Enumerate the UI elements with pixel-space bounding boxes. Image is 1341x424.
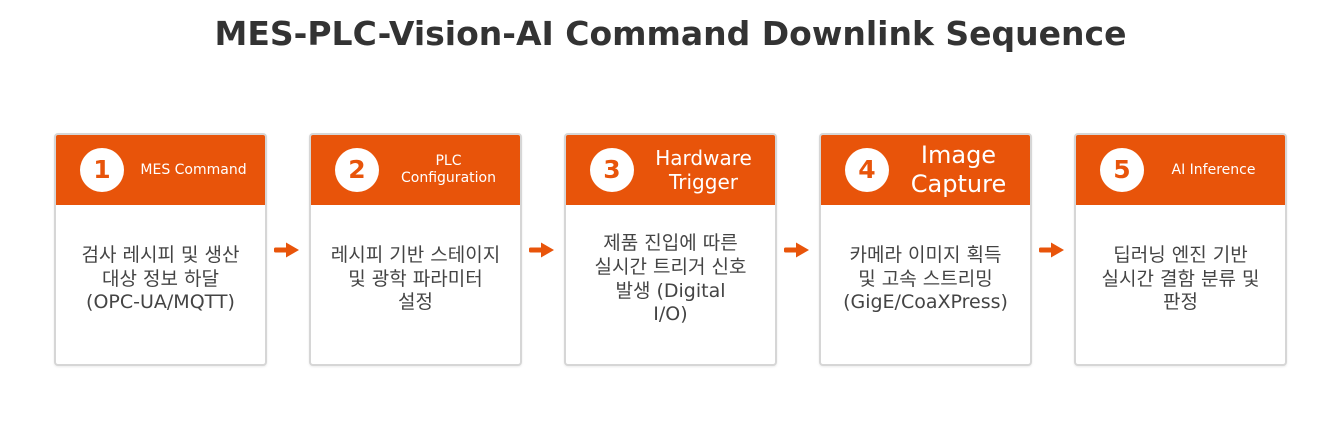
step-header: 2 PLC Configuration bbox=[311, 135, 520, 205]
step-header: 1 MES Command bbox=[56, 135, 265, 205]
step-number-badge: 4 bbox=[845, 148, 889, 192]
arrow-right-icon bbox=[784, 242, 809, 258]
step-card-1: 1 MES Command 검사 레시피 및 생산 대상 정보 하달 (OPC-… bbox=[54, 133, 267, 366]
step-description: 레시피 기반 스테이지 및 광학 파라미터 설정 bbox=[330, 243, 501, 314]
step-header: 4 Image Capture bbox=[821, 135, 1030, 205]
step-description: 딥러닝 엔진 기반 실시간 결함 분류 및 판정 bbox=[1101, 243, 1260, 314]
step-title: Hardware Trigger bbox=[655, 146, 752, 194]
arrow-right-icon bbox=[274, 242, 299, 258]
arrow-right-icon bbox=[1039, 242, 1064, 258]
step-title: AI Inference bbox=[1171, 161, 1256, 178]
step-card-5: 5 AI Inference 딥러닝 엔진 기반 실시간 결함 분류 및 판정 bbox=[1074, 133, 1287, 366]
step-title: Image Capture bbox=[910, 141, 1007, 198]
step-card-4: 4 Image Capture 카메라 이미지 획득 및 고속 스트리밍 (Gi… bbox=[819, 133, 1032, 366]
step-title: MES Command bbox=[140, 161, 247, 178]
step-number-badge: 5 bbox=[1100, 148, 1144, 192]
step-header: 3 Hardware Trigger bbox=[566, 135, 775, 205]
step-description: 카메라 이미지 획득 및 고속 스트리밍 (GigE/CoaXPress) bbox=[843, 243, 1008, 314]
step-number-badge: 2 bbox=[335, 148, 379, 192]
step-description: 검사 레시피 및 생산 대상 정보 하달 (OPC-UA/MQTT) bbox=[81, 243, 240, 314]
step-card-3: 3 Hardware Trigger 제품 진입에 따른 실시간 트리거 신호 … bbox=[564, 133, 777, 366]
arrow-right-icon bbox=[529, 242, 554, 258]
step-header: 5 AI Inference bbox=[1076, 135, 1285, 205]
step-number-badge: 3 bbox=[590, 148, 634, 192]
step-title: PLC Configuration bbox=[401, 153, 496, 186]
step-description: 제품 진입에 따른 실시간 트리거 신호 발생 (Digital I/O) bbox=[594, 232, 747, 326]
step-card-2: 2 PLC Configuration 레시피 기반 스테이지 및 광학 파라미… bbox=[309, 133, 522, 366]
diagram-title: MES-PLC-Vision-AI Command Downlink Seque… bbox=[214, 14, 1127, 53]
step-number-badge: 1 bbox=[80, 148, 124, 192]
